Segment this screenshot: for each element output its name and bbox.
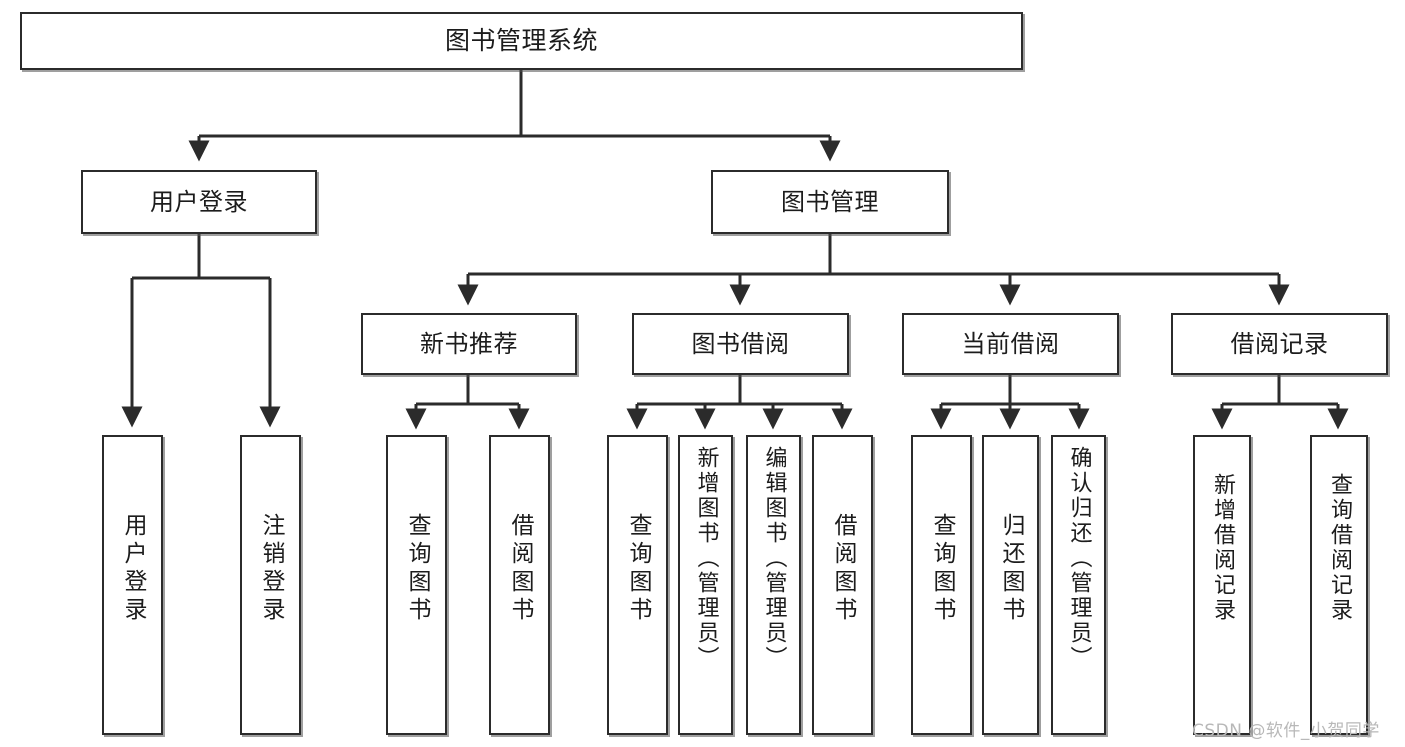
leaf-return-book[interactable]: 归还图书 xyxy=(982,435,1039,735)
leaf-query-book-borrow[interactable]: 查询图书 xyxy=(607,435,668,735)
node-label: 归还图书 xyxy=(998,513,1024,625)
node-borrow-record[interactable]: 借阅记录 xyxy=(1171,313,1388,375)
node-label: 借阅记录 xyxy=(1230,329,1329,358)
node-label: 编辑图书（管理员） xyxy=(761,446,787,671)
leaf-query-borrow-record[interactable]: 查询借阅记录 xyxy=(1310,435,1368,735)
node-label: 注销登录 xyxy=(258,513,284,625)
node-book-management[interactable]: 图书管理 xyxy=(711,170,949,234)
node-label: 查询图书 xyxy=(929,513,955,625)
node-label: 图书管理 xyxy=(781,187,879,216)
node-book-borrow[interactable]: 图书借阅 xyxy=(632,313,849,375)
leaf-confirm-return[interactable]: 确认归还（管理员） xyxy=(1051,435,1106,735)
leaf-borrow-book-borrow[interactable]: 借阅图书 xyxy=(812,435,873,735)
node-label: 借阅图书 xyxy=(830,513,856,625)
node-label: 新书推荐 xyxy=(420,329,518,358)
node-label: 图书借阅 xyxy=(691,329,790,358)
leaf-user-login[interactable]: 用户登录 xyxy=(102,435,163,735)
node-label: 借阅图书 xyxy=(507,513,533,625)
leaf-edit-book[interactable]: 编辑图书（管理员） xyxy=(746,435,801,735)
node-label: 用户登录 xyxy=(150,187,248,216)
node-label: 查询图书 xyxy=(625,513,651,625)
node-label: 查询图书 xyxy=(404,513,430,625)
node-label: 图书管理系统 xyxy=(444,26,598,55)
node-label: 新增图书（管理员） xyxy=(693,446,719,671)
node-root-book-management-system[interactable]: 图书管理系统 xyxy=(20,12,1023,70)
node-user-login[interactable]: 用户登录 xyxy=(81,170,317,234)
node-label: 确认归还（管理员） xyxy=(1066,446,1092,671)
leaf-user-logout[interactable]: 注销登录 xyxy=(240,435,301,735)
leaf-query-book-recommend[interactable]: 查询图书 xyxy=(386,435,447,735)
leaf-add-borrow-record[interactable]: 新增借阅记录 xyxy=(1193,435,1251,735)
node-label: 用户登录 xyxy=(120,513,146,625)
csdn-watermark: CSDN @软件_小贺同学 xyxy=(1192,721,1380,741)
node-current-borrow[interactable]: 当前借阅 xyxy=(902,313,1119,375)
leaf-query-book-current[interactable]: 查询图书 xyxy=(911,435,972,735)
leaf-borrow-book-recommend[interactable]: 借阅图书 xyxy=(489,435,550,735)
node-label: 当前借阅 xyxy=(961,329,1060,358)
leaf-add-book[interactable]: 新增图书（管理员） xyxy=(678,435,733,735)
node-label: 新增借阅记录 xyxy=(1210,473,1235,623)
node-label: 查询借阅记录 xyxy=(1327,473,1352,623)
node-new-book-recommend[interactable]: 新书推荐 xyxy=(361,313,577,375)
